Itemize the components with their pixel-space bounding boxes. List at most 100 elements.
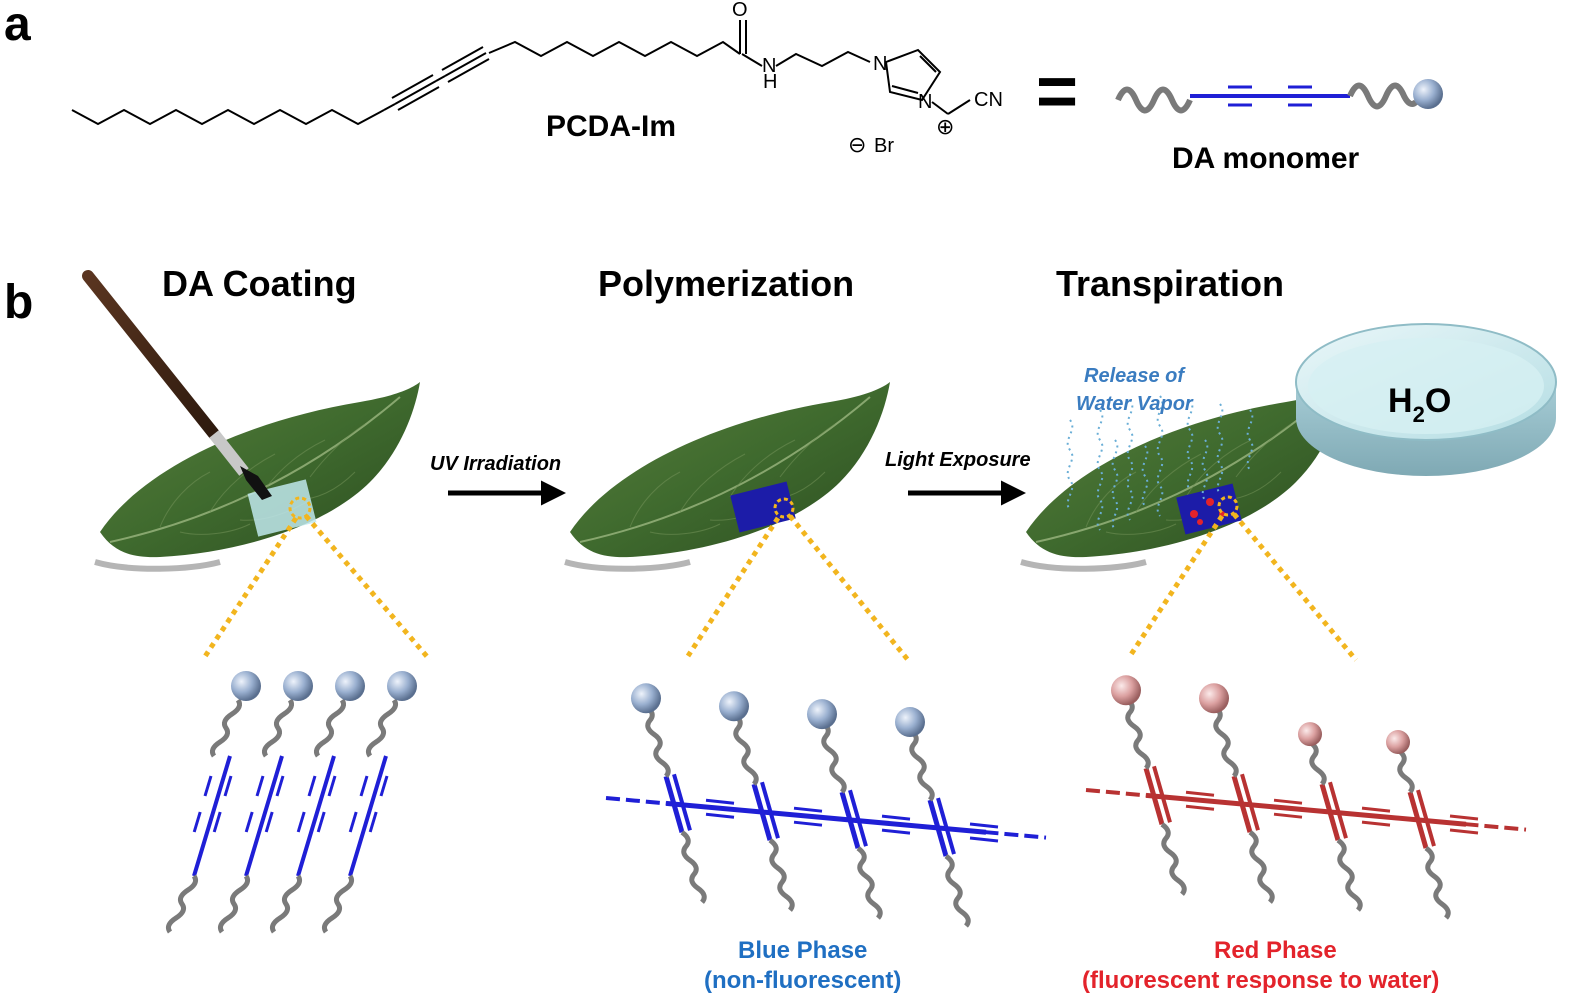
polymer-alkene	[751, 783, 773, 841]
polymer-tail-top	[1212, 704, 1239, 778]
polymer-alkene	[927, 799, 949, 857]
polymer-triple-bond	[881, 814, 911, 821]
zoom-circle-1	[288, 496, 312, 520]
zoom-guide-1a	[201, 516, 299, 660]
polymer-tail-top	[820, 720, 847, 794]
monomer-tail-top	[210, 698, 242, 758]
mixed-polymer-patch	[1176, 483, 1242, 535]
monomer-triple-bond	[212, 811, 222, 833]
monomer-triple-bond	[203, 775, 213, 797]
monomer-triple-bond	[359, 775, 369, 797]
polymer-alkene	[663, 775, 685, 833]
atom-oxygen: O	[732, 0, 748, 21]
polymer-tail-bottom	[1160, 822, 1187, 896]
zoom-guide-2b	[788, 514, 910, 662]
zoom-circle-3	[1217, 495, 1239, 517]
polymer-head	[631, 683, 661, 714]
atom-nitrile: CN	[974, 89, 1003, 111]
step-title-polymerization: Polymerization	[598, 263, 854, 304]
polymer-triple-bond	[1273, 798, 1303, 805]
monomer-tail-bottom	[270, 874, 302, 934]
positive-charge: ⊕	[936, 114, 954, 139]
monomer-triple-bond	[307, 775, 317, 797]
blue-polymer-schematic	[605, 683, 1047, 928]
monomer-triple-bond	[327, 775, 337, 797]
paintbrush-icon	[82, 270, 272, 500]
monomer-tail-top	[314, 698, 346, 758]
water-vapor-lines	[1066, 395, 1254, 531]
monomer-triple-bond	[192, 811, 202, 833]
monomer-backbone	[296, 755, 336, 877]
monomer-head	[231, 671, 261, 701]
red-phase-title: Red Phase	[1214, 937, 1337, 964]
monomer-triple-bond	[296, 811, 306, 833]
polymer-alkene	[848, 789, 868, 847]
polymer-tail-top	[732, 712, 759, 786]
polymer-alkene	[672, 773, 692, 831]
polymer-triple-bond	[1361, 806, 1391, 813]
monomer-backbone	[348, 755, 388, 877]
monomer-tail-bottom	[218, 874, 250, 934]
arrow-label-uv: UV Irradiation	[430, 453, 561, 475]
polymer-alkene	[1152, 765, 1172, 823]
monomer-triple-bond	[316, 811, 326, 833]
polymer-alkene	[1416, 789, 1436, 847]
monomer-head	[283, 671, 313, 701]
leaf-polymerized	[565, 382, 890, 569]
polymer-alkene	[1240, 773, 1260, 831]
atom-amide-nitrogen: N	[762, 55, 776, 77]
monomer-tail-bottom	[166, 874, 198, 934]
polymer-tail-bottom	[768, 838, 795, 912]
pcda-im-structure	[71, 20, 971, 126]
monomer-tail-top	[262, 698, 294, 758]
polymer-tail-bottom	[1336, 838, 1363, 912]
polymer-tail-top	[908, 728, 935, 802]
polymer-alkene	[1407, 791, 1429, 849]
polymer-triple-bond	[1449, 814, 1479, 821]
panel-a-label: a	[4, 0, 31, 51]
leaf-coating	[95, 382, 420, 569]
polymer-tail-top	[644, 704, 671, 778]
red-phase-note: (fluorescent response to water)	[1082, 967, 1439, 994]
monomer-triple-bond	[379, 775, 389, 797]
monomer-assembly	[166, 671, 417, 934]
atom-hydrogen: H	[763, 71, 777, 93]
polymer-backbone	[1145, 792, 1467, 827]
zoom-guide-2a	[685, 516, 781, 658]
polymer-tail-bottom	[856, 846, 883, 920]
monomer-tail-bottom	[322, 874, 354, 934]
polymer-triple-bond	[969, 836, 999, 843]
water-formula: H2O	[1388, 382, 1451, 427]
blue-phase-note: (non-fluorescent)	[704, 967, 901, 994]
atom-ring-nitrogen-2: N	[918, 91, 932, 113]
water-dish	[1295, 323, 1557, 476]
monomer-backbone	[192, 755, 232, 877]
monomer-backbone	[244, 755, 284, 877]
polymer-tail-top	[1396, 748, 1415, 794]
polymer-tail-bottom	[1248, 830, 1275, 904]
polymer-alkene	[760, 781, 780, 839]
polymer-head	[1199, 683, 1229, 714]
polymer-triple-bond	[793, 820, 823, 827]
equals-sign: =	[1036, 52, 1078, 132]
polymer-alkene	[1231, 775, 1253, 833]
monomer-triple-bond	[368, 811, 378, 833]
polymer-head	[807, 699, 837, 730]
polymer-alkene	[936, 797, 956, 855]
polymer-triple-bond	[1185, 804, 1215, 811]
polymer-triple-bond	[1273, 812, 1303, 819]
polymer-tail-top	[1308, 740, 1327, 786]
red-polymer-schematic	[1085, 675, 1527, 920]
polymer-head	[895, 707, 925, 738]
compound-name: PCDA-Im	[546, 110, 676, 143]
da-monomer-schematic	[1115, 79, 1443, 114]
polymer-alkene	[1143, 767, 1165, 825]
atom-ring-nitrogen-1: N	[873, 53, 887, 75]
polymer-head	[1298, 722, 1322, 747]
zoom-guide-1b	[304, 514, 432, 662]
monomer-triple-bond	[275, 775, 285, 797]
arrow-label-light: Light Exposure	[885, 449, 1031, 471]
zoom-circle-2	[773, 497, 795, 519]
polymer-tail-top	[1124, 696, 1151, 770]
blue-phase-title: Blue Phase	[738, 937, 867, 964]
